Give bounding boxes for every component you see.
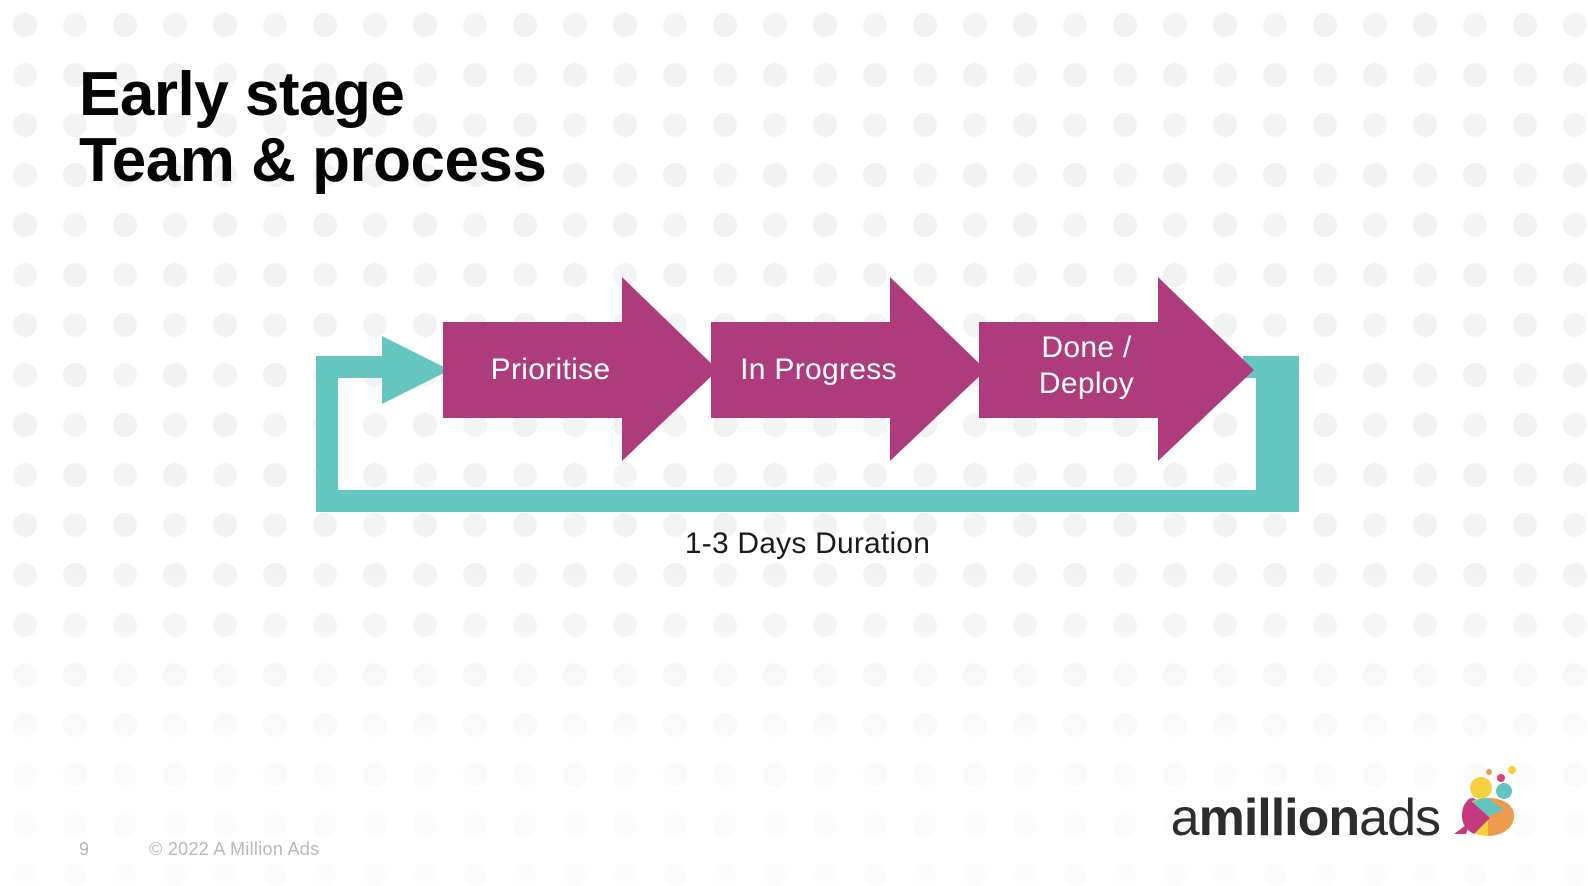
logo-text-ads: ads <box>1359 789 1441 847</box>
copyright-text: © 2022 A Million Ads <box>149 839 320 859</box>
stage-arrow-done-deploy[interactable] <box>979 277 1254 461</box>
loop-left-segment <box>316 356 338 512</box>
diagram-caption: 1-3 Days Duration <box>684 527 931 560</box>
logo-dot-teal <box>1496 783 1512 799</box>
logo-cone-tail <box>1454 822 1470 834</box>
logo-burst-mark <box>1454 766 1516 836</box>
logo-cone-magenta <box>1462 800 1490 834</box>
title-line-1: Early stage <box>79 60 405 129</box>
loop-right-top-stub <box>1243 356 1299 378</box>
logo-text-million: million <box>1198 789 1361 847</box>
slide-footer: 9 © 2022 A Million Ads <box>79 839 319 860</box>
logo-dot-yellow-small <box>1508 766 1516 774</box>
feedback-loop-arrow <box>316 336 1299 512</box>
stage-arrow-prioritise[interactable] <box>443 277 718 461</box>
page-number: 9 <box>79 839 90 859</box>
page-title: Early stage Team & process <box>79 62 979 194</box>
loop-right-segment <box>1256 356 1299 512</box>
logo-text-a: a <box>1170 789 1200 847</box>
loop-arrowhead <box>316 336 450 404</box>
logo-dot-orange-small <box>1486 769 1492 775</box>
loop-bottom-segment <box>316 490 1299 512</box>
stage-arrow-in-progress[interactable] <box>711 277 986 461</box>
amillionads-logo: amillionads <box>1171 764 1522 844</box>
title-line-2: Team & process <box>79 126 547 195</box>
logo-dot-yellow-large <box>1470 777 1492 799</box>
logo-dot-magenta-small <box>1497 774 1505 782</box>
logo-wordmark: amillionads <box>1170 789 1441 847</box>
